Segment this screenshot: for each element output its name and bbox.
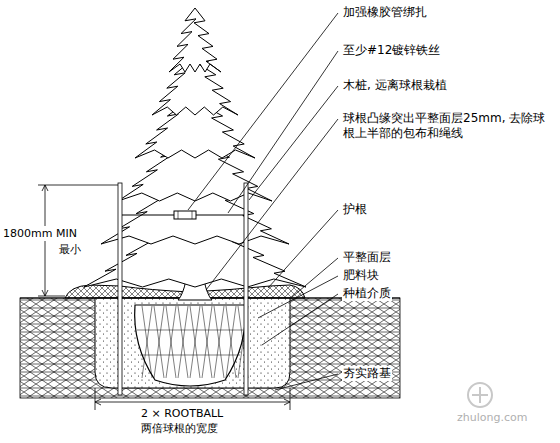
- callout-text: 加强橡胶管绑扎: [342, 5, 428, 20]
- dimension-lines: [38, 185, 290, 410]
- watermark: zhulong.com: [456, 410, 528, 425]
- dimension-label: 最小: [58, 242, 82, 257]
- callout-text: 肥料块: [342, 268, 380, 283]
- callout-text: 护根: [342, 202, 368, 217]
- watermark-logo: [468, 383, 492, 407]
- callout-text: 夯实路基: [342, 366, 392, 381]
- callout-text: 木桩, 远离球根栽植: [342, 78, 448, 93]
- wood-stakes: [118, 183, 248, 395]
- callout-text: 球根凸缘突出平整面层25mm, 去除球根上半部的包布和绳线: [342, 111, 549, 141]
- callout-text: 平整面层: [342, 250, 392, 265]
- dimension-label: 1800mm MIN: [2, 226, 78, 241]
- soil-section: [20, 285, 400, 398]
- rootball-net: [137, 306, 248, 378]
- callout-text: 种植介质: [342, 286, 392, 301]
- callout-text: 至少#12镀锌铁丝: [342, 43, 441, 58]
- crown-tier: [169, 8, 221, 72]
- dimension-label: 两倍球根的宽度: [140, 421, 219, 436]
- leader-lines: [188, 13, 338, 390]
- dimension-label: 2 × ROOTBALL: [140, 406, 224, 421]
